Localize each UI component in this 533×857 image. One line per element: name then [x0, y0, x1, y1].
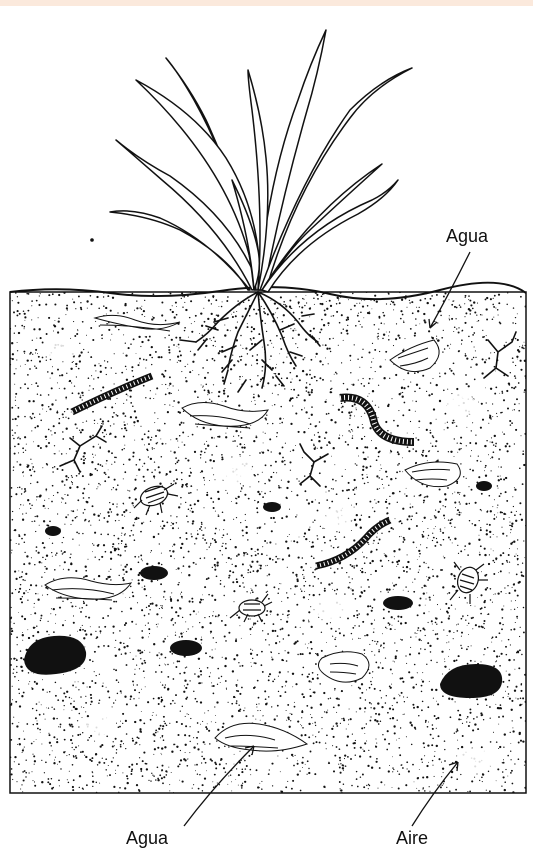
air-pocket	[44, 339, 76, 361]
stone	[383, 596, 413, 610]
grass-plant	[110, 30, 412, 292]
stone	[45, 526, 61, 536]
label-water-top: Agua	[446, 226, 488, 247]
label-air: Aire	[396, 828, 428, 849]
soil-block	[9, 283, 527, 794]
stone	[263, 502, 281, 512]
stone	[476, 481, 492, 491]
stone	[170, 640, 202, 656]
label-water-bottom: Agua	[126, 828, 168, 849]
stone	[140, 566, 168, 580]
speck	[90, 238, 94, 242]
air-pocket	[217, 457, 253, 483]
air-pocket	[444, 393, 476, 417]
air-pocket	[326, 505, 354, 525]
grass-leaf	[258, 30, 326, 290]
air-pocket	[457, 748, 493, 772]
air-pocket	[315, 600, 345, 620]
air-pocket	[85, 714, 115, 736]
